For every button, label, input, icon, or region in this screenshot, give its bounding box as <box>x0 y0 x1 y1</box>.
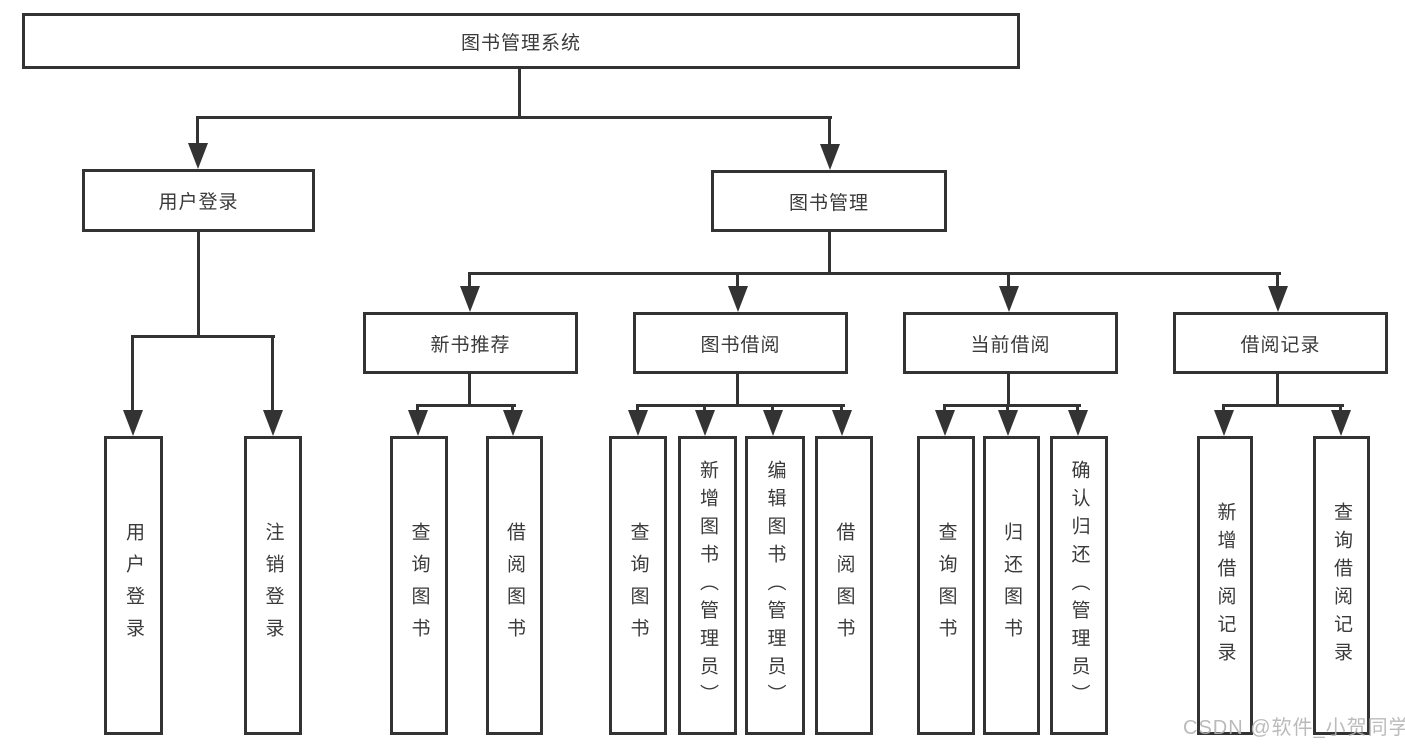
node-book-management: 图书管理 <box>711 170 947 232</box>
leaf-query-borrow-record: 查询借阅记录 <box>1313 436 1370 735</box>
arrowhead-down-icon <box>1214 410 1234 436</box>
connector-book-borrow-down <box>736 374 739 407</box>
arrowhead-down-icon <box>820 144 840 170</box>
arrowhead-down-icon <box>832 410 852 436</box>
connector-leaf-stem <box>771 404 774 414</box>
arrowhead-down-icon <box>695 410 715 436</box>
node-label: 用户登录 <box>123 521 144 650</box>
connector-level2-rail <box>197 116 832 119</box>
connector-new-book-rail <box>417 404 516 407</box>
arrowhead-down-icon <box>503 410 523 436</box>
connector-leaf-stem <box>131 335 134 412</box>
connector-leaf-stem <box>1276 272 1279 288</box>
connector-book-management-down <box>828 232 831 275</box>
arrowhead-down-icon <box>763 410 783 436</box>
leaf-return-books: 归还图书 <box>983 436 1040 735</box>
leaf-edit-books-admin: 编辑图书（管理员） <box>745 436 805 735</box>
leaf-confirm-return-admin: 确认归还（管理员） <box>1050 436 1108 735</box>
node-label: 新书推荐 <box>430 334 511 356</box>
arrowhead-down-icon <box>935 410 955 436</box>
arrowhead-down-icon <box>1268 286 1288 312</box>
arrowhead-down-icon <box>263 410 283 436</box>
leaf-query-books-borrowing: 查询图书 <box>609 436 667 735</box>
node-label: 归还图书 <box>1001 521 1022 650</box>
connector-leaf-stem <box>511 404 514 414</box>
node-label: 查询图书 <box>627 521 649 650</box>
node-label: 查询图书 <box>935 521 957 650</box>
node-label: 查询图书 <box>408 521 430 650</box>
connector-leaf-stem <box>840 404 843 414</box>
connector-current-borrow-down <box>1007 374 1010 407</box>
connector-leaf-stem <box>1222 404 1225 414</box>
connector-user-login-rail <box>132 335 275 338</box>
connector-leaf-stem <box>468 272 471 288</box>
arrowhead-down-icon <box>1331 410 1351 436</box>
node-label: 用户登录 <box>158 192 239 213</box>
connector-leaf-stem <box>416 404 419 414</box>
connector-leaf-stem <box>736 272 739 288</box>
node-label: 借阅图书 <box>833 521 855 650</box>
node-label: 新增借阅记录 <box>1214 501 1236 670</box>
leaf-query-books-recommend: 查询图书 <box>390 436 448 735</box>
leaf-logout: 注销登录 <box>244 436 302 735</box>
arrowhead-down-icon <box>123 410 143 436</box>
node-label: 注销登录 <box>262 521 284 650</box>
leaf-borrow-books: 借阅图书 <box>815 436 873 735</box>
node-borrowing-records: 借阅记录 <box>1173 312 1388 374</box>
connector-leaf-stem <box>703 404 706 414</box>
node-label: 图书管理 <box>788 192 869 214</box>
connector-user-login-stem <box>196 116 199 148</box>
leaf-add-books-admin: 新增图书（管理员） <box>678 436 737 735</box>
arrowhead-down-icon <box>460 286 480 312</box>
arrowhead-down-icon <box>728 286 748 312</box>
connector-leaf-stem <box>1006 404 1009 414</box>
connector-root-stem <box>518 69 521 119</box>
node-label: 借阅图书 <box>504 521 525 650</box>
arrowhead-down-icon <box>188 143 208 169</box>
node-label: 确认归还（管理员） <box>1068 459 1090 712</box>
leaf-user-login: 用户登录 <box>104 436 163 735</box>
node-label: 编辑图书（管理员） <box>764 459 786 712</box>
connector-leaf-stem <box>1007 272 1010 288</box>
node-book-borrowing: 图书借阅 <box>633 312 848 374</box>
node-library-management-system: 图书管理系统 <box>22 13 1020 69</box>
node-new-book-recommend: 新书推荐 <box>363 312 578 374</box>
arrowhead-down-icon <box>999 286 1019 312</box>
node-label: 查询借阅记录 <box>1331 501 1352 670</box>
node-label: 借阅记录 <box>1240 334 1321 356</box>
connector-leaf-stem <box>636 404 639 414</box>
arrowhead-down-icon <box>408 410 428 436</box>
connector-leaf-stem <box>1339 404 1342 414</box>
node-label: 图书借阅 <box>700 334 781 356</box>
connector-new-book-down <box>468 374 471 407</box>
leaf-add-borrow-record: 新增借阅记录 <box>1197 436 1253 735</box>
connector-leaf-stem <box>943 404 946 414</box>
connector-leaf-stem <box>271 335 274 412</box>
node-current-borrowing: 当前借阅 <box>903 312 1118 374</box>
connector-leaf-stem <box>1076 404 1079 414</box>
node-label: 当前借阅 <box>970 334 1051 356</box>
arrowhead-down-icon <box>1068 410 1088 436</box>
connector-records-down <box>1276 374 1279 407</box>
connector-level3-rail <box>468 272 1281 275</box>
connector-user-login-down <box>197 232 200 338</box>
arrowhead-down-icon <box>998 410 1018 436</box>
connector-book-borrow-rail <box>637 404 845 407</box>
connector-current-borrow-rail <box>944 404 1081 407</box>
connector-book-management-stem <box>828 116 831 148</box>
node-label: 新增图书（管理员） <box>697 459 718 712</box>
node-label: 图书管理系统 <box>460 32 581 54</box>
arrowhead-down-icon <box>628 410 648 436</box>
node-user-login: 用户登录 <box>82 169 315 232</box>
leaf-borrow-books-recommend: 借阅图书 <box>486 436 543 735</box>
leaf-query-books-current: 查询图书 <box>917 436 975 735</box>
connector-records-rail <box>1223 404 1344 407</box>
watermark: CSDN @软件_小贺同学 <box>1183 717 1405 739</box>
